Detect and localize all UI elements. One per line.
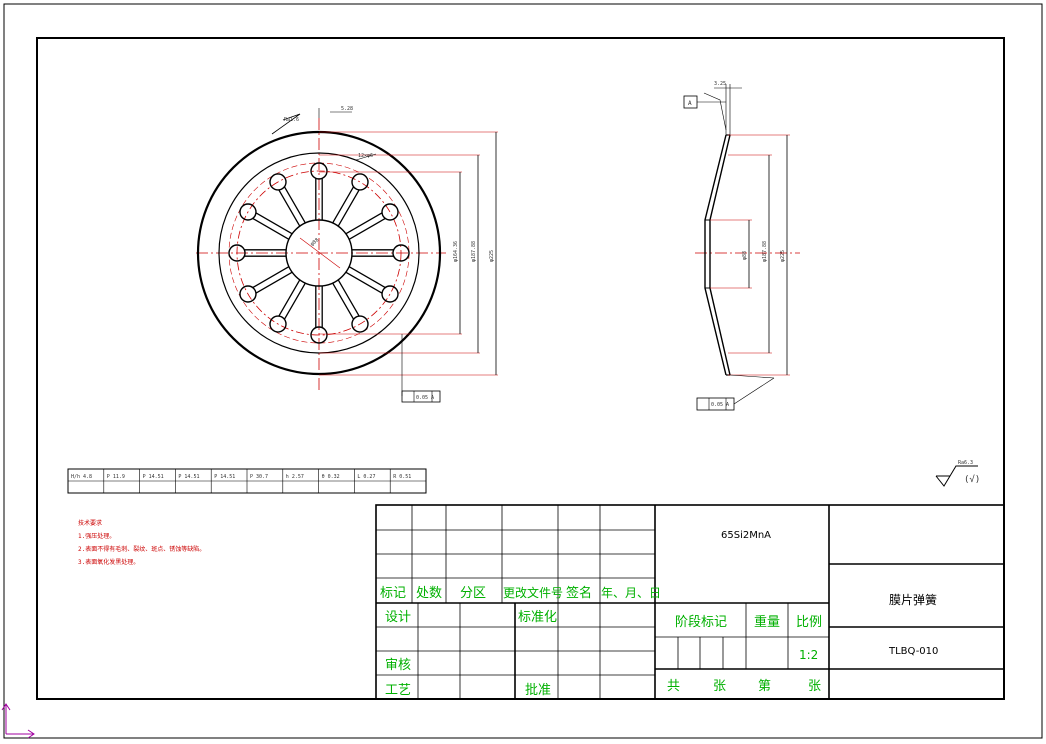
ratio-label: 比例 [796, 615, 822, 630]
slot-end-hole [228, 244, 246, 262]
slot-edge [345, 212, 383, 235]
finger-slots [228, 162, 410, 344]
slot-edge [283, 186, 306, 224]
slot-edge [348, 217, 386, 240]
slot-edge [278, 189, 301, 227]
params-header-cell: P 30.7 [250, 474, 268, 480]
datum-label: A [688, 100, 692, 107]
slot-edge [252, 217, 290, 240]
params-table: H/h 4.8 P 11.9 P 14.51 P 14.51 P 14.51 P 30.7… [67, 468, 427, 494]
roughness-suffix: (√) [964, 474, 980, 485]
dim-top-label: 5.28 [341, 106, 353, 112]
title-block [375, 504, 1005, 700]
params-header-cell: R 0.51 [393, 474, 411, 480]
dim-outer-label: φ225 [489, 250, 495, 262]
sheet-total-label: 共 [667, 679, 680, 694]
slot-end-hole [310, 162, 328, 180]
sheet-no-label: 第 [758, 679, 771, 694]
roughness-note: Ra6.3 (√) [935, 460, 980, 487]
stage-mark-label: 阶段标记 [675, 615, 727, 630]
slot-edge [337, 279, 360, 317]
pitch-circle [236, 170, 402, 336]
params-header-cell: P 14.51 [143, 474, 164, 480]
rev-header-docno: 更改文件号 [503, 585, 563, 600]
weight-label: 重量 [754, 614, 780, 630]
params-header-cell: h 2.57 [286, 474, 304, 480]
dim-mid-label: φ187.88 [471, 241, 477, 262]
params-header-cell: L 0.27 [357, 474, 375, 480]
dim-pcd-label: φ164.36 [453, 241, 459, 262]
slot-edge [348, 266, 386, 289]
sheet-outer-border [3, 3, 1043, 739]
rev-header-date: 年、月、日 [601, 586, 661, 600]
notes-title: 技术要求 [78, 519, 102, 527]
design-label: 设计 [385, 610, 411, 625]
rev-header-count: 处数 [416, 586, 442, 601]
standardization-label: 标准化 [518, 610, 557, 625]
slot-edge [332, 186, 355, 224]
part-name: 膜片弹簧 [889, 592, 937, 607]
slot-end-hole [310, 326, 328, 344]
note-item-3: 3.表面氧化发黑处理。 [78, 558, 139, 566]
slot-edge [345, 271, 383, 294]
slot-end-hole [381, 285, 399, 303]
params-header-cell: H/h 4.8 [71, 474, 92, 480]
center-bore [285, 219, 353, 287]
slot-edge [337, 189, 360, 227]
front-view: φ225 φ187.88 φ164.36 φ88 5.28 Ra1.6 12×φ… [196, 106, 498, 403]
ucs-icon [1, 703, 35, 739]
side-tolerance-frame: 0.05 A [711, 402, 729, 408]
note-item-2: 2.表面不得有毛刺、裂纹、斑点、锈蚀等缺陷。 [78, 545, 205, 553]
dim-bore-label: φ88 [309, 237, 320, 247]
slot-end-hole [381, 203, 399, 221]
material-text: 65Si2MnA [721, 530, 771, 541]
technical-notes: 技术要求 1.强压处理。 2.表面不得有毛刺、裂纹、斑点、锈蚀等缺陷。 3.表面… [78, 519, 205, 566]
roughness-value: Ra6.3 [958, 460, 973, 466]
slot-end-hole [239, 285, 257, 303]
params-header-cell: P 11.9 [107, 474, 125, 480]
rev-header-sign: 签名 [566, 585, 592, 601]
side-dim-thk: 3.25 [714, 81, 726, 87]
side-dim-outer: φ225 [780, 250, 786, 262]
spring-profile-outer [704, 134, 727, 376]
process-label: 工艺 [385, 683, 411, 698]
title-block-text: 标记 处数 分区 更改文件号 签名 年、月、日 设计 标准化 审核 工艺 批准 … [380, 530, 938, 698]
dim-slot-label: 12×φ6 [358, 153, 373, 159]
params-header-cell: θ 0.32 [322, 474, 340, 480]
slot-edge [252, 266, 290, 289]
drawing-number: TLBQ-010 [888, 646, 938, 657]
slot-edge [255, 212, 293, 235]
slot-end-hole [239, 203, 257, 221]
sheet-unit-label-2: 张 [808, 679, 821, 694]
review-label: 审核 [385, 658, 411, 673]
slot-end-hole [351, 173, 369, 191]
spring-profile-inner [709, 134, 731, 376]
rev-header-zone: 分区 [460, 586, 486, 601]
front-tolerance-frame: 0.05 A [416, 395, 434, 401]
side-dim-bore: φ88 [742, 251, 748, 260]
slot-edge [332, 282, 355, 320]
slot-edge [283, 282, 306, 320]
note-item-1: 1.强压处理。 [78, 532, 115, 540]
slot-edge [278, 279, 301, 317]
slot-end-hole [392, 244, 410, 262]
slot-end-hole [269, 315, 287, 333]
sheet-unit-label: 张 [713, 679, 726, 694]
approve-label: 批准 [525, 683, 551, 698]
slot-end-hole [351, 315, 369, 333]
side-dim-mid: φ187.88 [762, 241, 768, 262]
params-header-cell: P 14.51 [214, 474, 235, 480]
roughness-front-label: Ra1.6 [284, 117, 299, 123]
scale-value: 1:2 [799, 648, 818, 662]
params-header-cell: P 14.51 [178, 474, 199, 480]
side-view: φ225 φ187.88 φ88 3.25 A 0.05 A [683, 81, 800, 411]
slot-end-hole [269, 173, 287, 191]
slot-edge [255, 271, 293, 294]
rev-header-mark: 标记 [380, 586, 406, 601]
